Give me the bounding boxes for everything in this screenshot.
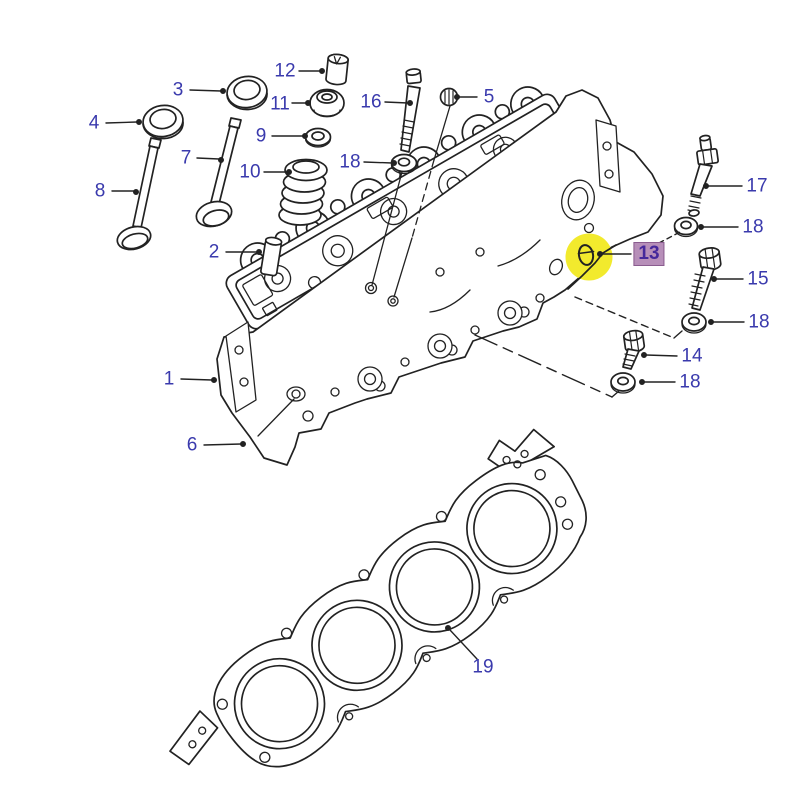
callout-6[interactable]: 6 bbox=[186, 434, 198, 456]
head-bolt-parts bbox=[474, 134, 722, 398]
callout-11[interactable]: 11 bbox=[270, 93, 290, 115]
callout-18c[interactable]: 18 bbox=[748, 311, 770, 333]
head-gasket-drawing bbox=[169, 428, 587, 768]
callout-3[interactable]: 3 bbox=[172, 79, 184, 101]
leader-lines bbox=[105, 67, 745, 660]
callout-17[interactable]: 17 bbox=[746, 175, 768, 197]
callout-2[interactable]: 2 bbox=[208, 241, 220, 263]
callout-14[interactable]: 14 bbox=[681, 345, 703, 367]
callout-9[interactable]: 9 bbox=[255, 125, 267, 147]
callout-18d[interactable]: 18 bbox=[679, 371, 701, 393]
callout-16[interactable]: 16 bbox=[360, 91, 382, 113]
callout-19[interactable]: 19 bbox=[472, 656, 494, 678]
highlight-circle bbox=[565, 233, 613, 281]
callout-13-selected[interactable]: 13 bbox=[633, 242, 665, 266]
callout-4[interactable]: 4 bbox=[88, 112, 100, 134]
assembly-dashed-lines bbox=[474, 231, 683, 398]
callout-18b[interactable]: 18 bbox=[742, 216, 764, 238]
callout-18a[interactable]: 18 bbox=[339, 151, 361, 173]
callout-12[interactable]: 12 bbox=[274, 60, 296, 82]
callout-1[interactable]: 1 bbox=[163, 368, 175, 390]
callout-5[interactable]: 5 bbox=[483, 86, 495, 108]
callout-10[interactable]: 10 bbox=[239, 161, 261, 183]
callout-8[interactable]: 8 bbox=[94, 180, 106, 202]
valve-train-parts bbox=[116, 53, 459, 298]
callout-7[interactable]: 7 bbox=[180, 147, 192, 169]
cylinder-head-drawing bbox=[216, 86, 664, 466]
callout-15[interactable]: 15 bbox=[747, 268, 769, 290]
dowel-part-13 bbox=[577, 244, 595, 266]
